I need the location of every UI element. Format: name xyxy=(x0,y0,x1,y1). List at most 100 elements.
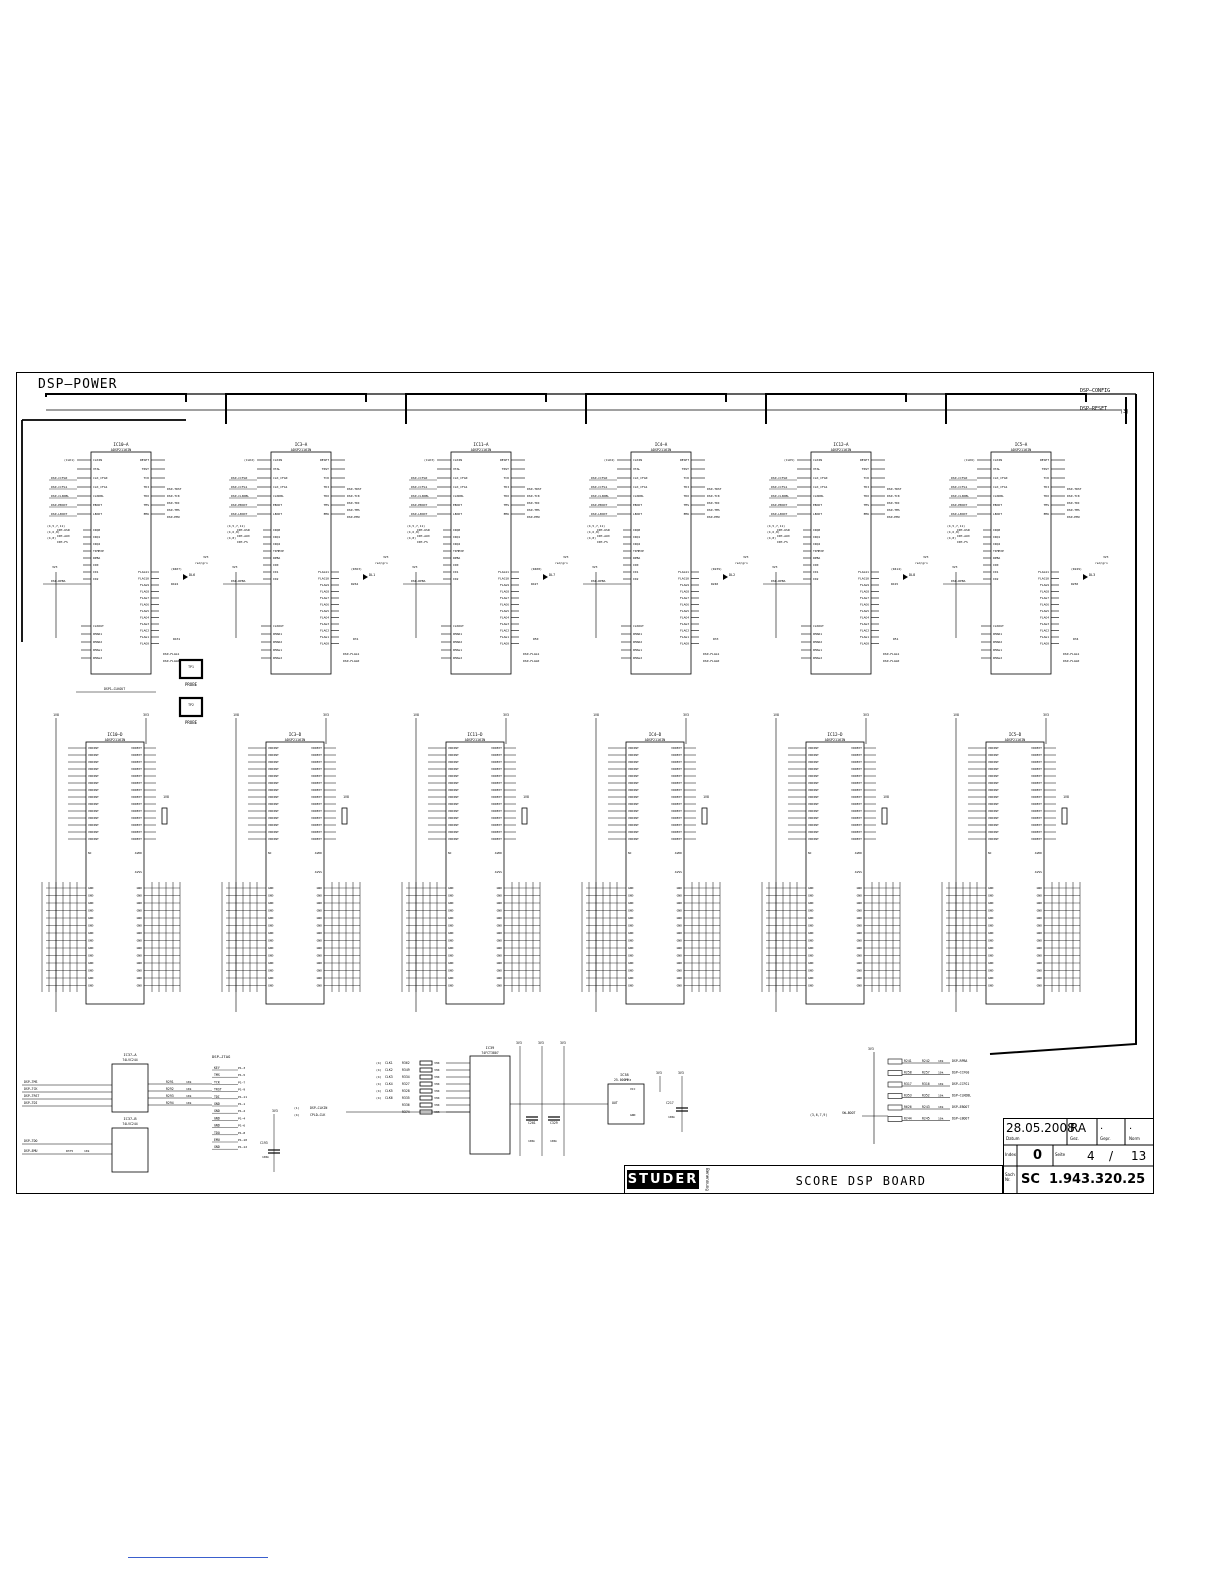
pin-name: IRQ1 xyxy=(273,535,280,539)
gnd-pin: GND xyxy=(137,954,143,958)
power-pin-name: VDDEXT xyxy=(491,760,502,764)
power-pin-name: VDDINT xyxy=(448,760,459,764)
gnd-pin: GND xyxy=(988,886,994,890)
pin-name: IRQ2 xyxy=(993,542,1000,546)
gnd-pin: GND xyxy=(628,954,634,958)
resistor-label: R257 xyxy=(922,1071,930,1075)
supply-label: 3V3 xyxy=(516,1041,522,1045)
config-net-label: DSP–CCFG1 xyxy=(951,485,967,489)
pin-name: TDI xyxy=(864,485,870,489)
pin-name: EMU xyxy=(864,512,870,516)
interrupt-net-label: INT–USR xyxy=(237,528,250,532)
flag-net-label: DSP–FLAG1 xyxy=(703,652,719,656)
power-pin-name: VDDEXT xyxy=(131,767,142,771)
supply-label: 3V3 xyxy=(560,1041,566,1045)
interrupt-net-label: INT–AUX xyxy=(957,534,970,538)
power-pin-name: VDDINT xyxy=(448,788,459,792)
gnd-pin: GND xyxy=(317,901,323,905)
title-block: 28.05.2008 Datum RA Gez. . Gepr. . Norm … xyxy=(1003,1118,1154,1194)
chip-a-ref: IC11–A xyxy=(473,442,489,447)
pin-name: RPBA xyxy=(93,556,100,560)
gnd-pin: GND xyxy=(137,916,143,920)
gnd-pin: GND xyxy=(628,969,634,973)
pin-name: XTAL xyxy=(453,467,460,471)
power-pin-name: VDDINT xyxy=(808,830,819,834)
jtag-pin-name: KEY xyxy=(214,1066,220,1070)
power-pin-name: VDDEXT xyxy=(131,823,142,827)
config-net-label: DSP–CCFG1 xyxy=(952,1082,969,1086)
jtag-net-label: DSP–TMS xyxy=(707,508,720,512)
gnd-pin: GND xyxy=(857,939,863,943)
power-pin-name: VDDINT xyxy=(88,781,99,785)
ic39-ref: IC39 xyxy=(486,1046,495,1050)
pin-name: EMU xyxy=(504,512,510,516)
pin-name: DMAR1 xyxy=(813,632,822,636)
avdd-pin: AVDD xyxy=(1035,851,1042,855)
flag-net-label: DSP–FLAG1 xyxy=(343,652,359,656)
pin-name: EBOOT xyxy=(993,503,1002,507)
jtag-net-label: DSP–TDI xyxy=(887,501,900,505)
gnd-pin: GND xyxy=(988,931,994,935)
power-pin-name: VDDEXT xyxy=(491,753,502,757)
power-pin-name: VDDEXT xyxy=(851,795,862,799)
power-pin-name: VDDEXT xyxy=(131,788,142,792)
gnd-pin: GND xyxy=(88,946,94,950)
ref-label: (4) xyxy=(376,1061,382,1065)
pin-name: LBOOT xyxy=(633,512,642,516)
gnd-pin: GND xyxy=(857,961,863,965)
pin-name: FLAG10 xyxy=(1038,577,1049,581)
pin-name: CLKOUT xyxy=(993,624,1004,628)
pin-name: TIMEXP xyxy=(273,549,284,553)
gnd-pin: GND xyxy=(988,916,994,920)
power-pin-name: VDDEXT xyxy=(311,823,322,827)
power-pin-name: VDDEXT xyxy=(311,816,322,820)
power-pin-name: VDDEXT xyxy=(1031,837,1042,841)
avdd-pin: AVDD xyxy=(315,851,322,855)
gnd-pin: GND xyxy=(137,924,143,928)
gnd-pin: GND xyxy=(448,924,454,928)
pin-name: FLAG2 xyxy=(1040,629,1049,633)
config-net-label: DSP–RPBA xyxy=(952,1059,967,1063)
jtag-pin-number: P1–12 xyxy=(238,1145,247,1149)
power-pin-name: VDDEXT xyxy=(311,837,322,841)
power-pin-name: VDDEXT xyxy=(131,830,142,834)
pin-name: TMS xyxy=(144,503,150,507)
gnd-pin: GND xyxy=(808,916,814,920)
power-pin-name: VDDINT xyxy=(628,823,639,827)
power-pin-name: VDDINT xyxy=(268,809,279,813)
footer-link-underline xyxy=(128,1557,268,1558)
pin-name: FLAG5 xyxy=(680,609,689,613)
config-net-label: DSP–CCFG0 xyxy=(591,476,607,480)
jtag-pin-number: P1–9 xyxy=(238,1088,245,1092)
gnd-pin: GND xyxy=(988,946,994,950)
config-net-label: DSP–CCFG0 xyxy=(951,476,967,480)
clkout-net-label: DSP1–CLKOUT xyxy=(104,687,125,691)
resistor-value: 33R xyxy=(434,1110,440,1114)
led-resistor-label: (R239) xyxy=(711,567,722,571)
gnd-pin: GND xyxy=(448,946,454,950)
pin-name: TDO xyxy=(504,494,510,498)
power-pin-name: VDDEXT xyxy=(671,823,682,827)
index-label: Index xyxy=(1005,1152,1017,1157)
config-net-label: DSP–LBOOT xyxy=(951,512,967,516)
pin-name: DMAG2 xyxy=(453,656,462,660)
pin-name: FLAG3 xyxy=(140,622,149,626)
led-resistor-label: R424 xyxy=(171,582,178,586)
pin-name: FLAG9 xyxy=(140,583,149,587)
power-pin-name: VDDINT xyxy=(448,795,459,799)
config-net-label: DSP–LBOOT xyxy=(231,512,247,516)
led-color-label: red/grn xyxy=(1095,561,1108,565)
gnd-pin: GND xyxy=(857,924,863,928)
gnd-pin: GND xyxy=(857,909,863,913)
led-color-label: red/grn xyxy=(375,561,388,565)
pin-name: FLAG8 xyxy=(140,590,149,594)
jtag-net-label: DSP–TDI xyxy=(707,501,720,505)
ref-label: (4) xyxy=(376,1096,382,1100)
probe-id: TP2 xyxy=(188,703,194,707)
pin-name: TDO xyxy=(684,494,690,498)
power-pin-name: VDDINT xyxy=(448,753,459,757)
pin-name: ID1 xyxy=(273,570,279,574)
avss-pin: AVSS xyxy=(135,870,142,874)
